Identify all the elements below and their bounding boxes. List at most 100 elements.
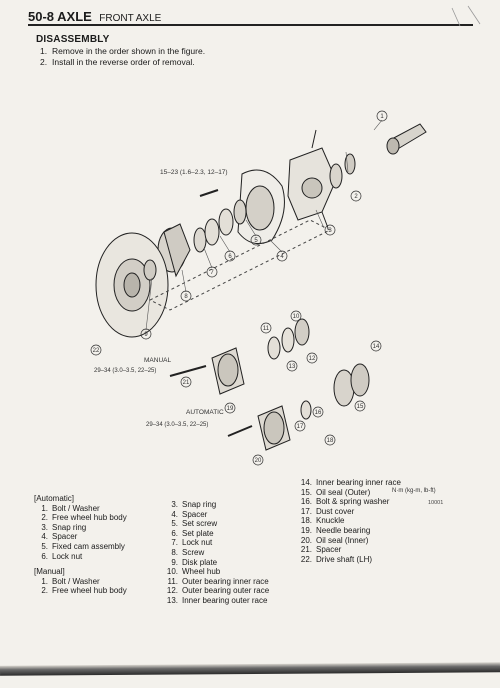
svg-text:19: 19	[227, 406, 234, 412]
callout-18: 18	[324, 434, 336, 446]
svg-text:5: 5	[254, 238, 258, 244]
callout-16: 16	[312, 406, 324, 418]
callout-10: 10	[290, 310, 302, 322]
callout-20: 20	[252, 454, 264, 466]
legend-item: 14.Inner bearing inner race	[300, 478, 401, 487]
svg-text:10: 10	[293, 314, 300, 320]
instruction-1: 1.Remove in the order shown in the figur…	[40, 46, 206, 56]
needle-bearing	[329, 163, 343, 189]
legend-item: 3.Snap ring	[41, 522, 87, 532]
page-header: 50-8 AXLE FRONT AXLE	[28, 8, 468, 26]
legend-item: 6.Set plate	[171, 528, 214, 538]
legend-item: 19.Needle bearing	[300, 525, 371, 535]
callouts: 1 2 3 4 5 6 7 8 9 10 11 12 13 14 15 16 1…	[90, 110, 388, 466]
svg-text:16: 16	[315, 410, 322, 416]
callout-12: 12	[306, 352, 318, 364]
automatic-label: AUTOMATIC	[186, 409, 224, 416]
svg-text:18: 18	[327, 438, 334, 444]
svg-text:9: 9	[144, 332, 148, 338]
callout-22: 22	[90, 344, 102, 356]
legend-column-2: 3.Snap ring 4.Spacer 5.Set screw 6.Set p…	[164, 500, 269, 606]
callout-5: 5	[250, 234, 262, 246]
svg-text:21: 21	[183, 380, 190, 386]
legend-item: 1.Bolt / Washer	[41, 503, 100, 513]
section-number: 50-8 AXLE	[28, 9, 92, 24]
legend-item: 3.Snap ring	[171, 500, 217, 509]
svg-text:12: 12	[309, 356, 316, 362]
svg-text:20: 20	[255, 458, 262, 464]
svg-text:8: 8	[184, 294, 188, 300]
snap-ring-lower	[281, 327, 295, 353]
legend-item: 4.Spacer	[171, 509, 208, 519]
callout-6: 6	[224, 250, 236, 262]
callout-21: 21	[180, 376, 192, 388]
cam-ring	[350, 363, 370, 397]
legend-item: 22.Drive shaft (LH)	[300, 554, 373, 564]
legend-column-1: [Automatic] 1.Bolt / Washer 2.Free wheel…	[34, 494, 127, 596]
legend-manual-header: [Manual]	[34, 567, 65, 577]
legend-item: 11.Outer bearing inner race	[167, 576, 269, 586]
callout-17: 17	[294, 420, 306, 432]
manual-hub-assembly	[169, 347, 245, 395]
unit-note: N·m (kg-m, lb-ft)	[392, 488, 436, 494]
brake-disc	[95, 232, 169, 338]
inner-bearing-outer-race	[218, 208, 234, 236]
automatic-hub-assembly	[227, 405, 291, 451]
legend-item: 5.Fixed cam assembly	[41, 541, 125, 551]
legend-item: 17.Dust cover	[300, 506, 355, 516]
legend-item: 13.Inner bearing outer race	[166, 595, 268, 605]
legend-item: 20.Oil seal (Inner)	[300, 535, 369, 545]
legend-item: 15.Oil seal (Outer)	[300, 487, 371, 497]
manual-label: MANUAL	[144, 357, 171, 364]
svg-text:11: 11	[263, 326, 270, 332]
callout-11: 11	[260, 322, 272, 334]
svg-text:15: 15	[357, 404, 364, 410]
callout-7: 7	[206, 266, 218, 278]
svg-text:2: 2	[354, 194, 358, 200]
callout-8: 8	[180, 290, 192, 302]
legend-item: 4.Spacer	[41, 532, 78, 542]
torque-upper: 15–23 (1.6–2.3, 12–17)	[160, 169, 228, 176]
scan-edge-shadow	[0, 662, 500, 676]
svg-text:22: 22	[93, 348, 100, 354]
torque-manual: 29–34 (3.0–3.5, 22–25)	[94, 368, 156, 374]
outer-bearing-outer-race	[204, 218, 220, 246]
callout-1: 1	[376, 110, 388, 122]
corner-scribble	[451, 5, 481, 27]
legend-item: 2.Free wheel hub body	[41, 586, 127, 596]
legend-item: 5.Set screw	[171, 519, 218, 529]
instructions: 1.Remove in the order shown in the figur…	[40, 46, 205, 68]
legend-automatic-header: [Automatic]	[34, 494, 75, 503]
callout-3: 3	[324, 224, 336, 236]
legend-item: 12.Outer bearing outer race	[166, 586, 270, 596]
legend-item: 18.Knuckle	[300, 516, 345, 526]
lock-nut	[294, 318, 310, 346]
instruction-2: 2.Install in the reverse order of remova…	[40, 57, 195, 67]
disk-plate	[143, 259, 157, 281]
inner-bearing-inner-race	[233, 199, 247, 225]
callout-13: 13	[286, 360, 298, 372]
set-plate	[300, 400, 312, 420]
svg-text:6: 6	[228, 254, 232, 260]
callout-19: 19	[224, 402, 236, 414]
svg-text:4: 4	[280, 254, 284, 260]
callout-14: 14	[370, 340, 382, 352]
legend-item: 6.Lock nut	[41, 551, 83, 561]
exploded-view-figure: 1 2 3 4 5 6 7 8 9 10 11 12 13 14 15 16 1…	[90, 110, 427, 466]
svg-text:7: 7	[210, 270, 214, 276]
callout-2: 2	[350, 190, 362, 202]
legend-item: 1.Bolt / Washer	[41, 576, 100, 586]
callout-15: 15	[354, 400, 366, 412]
svg-text:17: 17	[297, 424, 304, 430]
svg-text:3: 3	[328, 228, 332, 234]
legend-item: 7.Lock nut	[171, 538, 213, 548]
legend-column-3: 14.Inner bearing inner race 15.Oil seal …	[298, 478, 401, 564]
legend-item: 21.Spacer	[300, 545, 342, 555]
header-rule	[28, 24, 473, 26]
bolt-upper	[199, 189, 219, 197]
knuckle	[287, 129, 337, 229]
svg-text:1: 1	[380, 114, 384, 120]
callout-9: 9	[140, 328, 152, 340]
legend-item: 10.Wheel hub	[166, 567, 221, 577]
